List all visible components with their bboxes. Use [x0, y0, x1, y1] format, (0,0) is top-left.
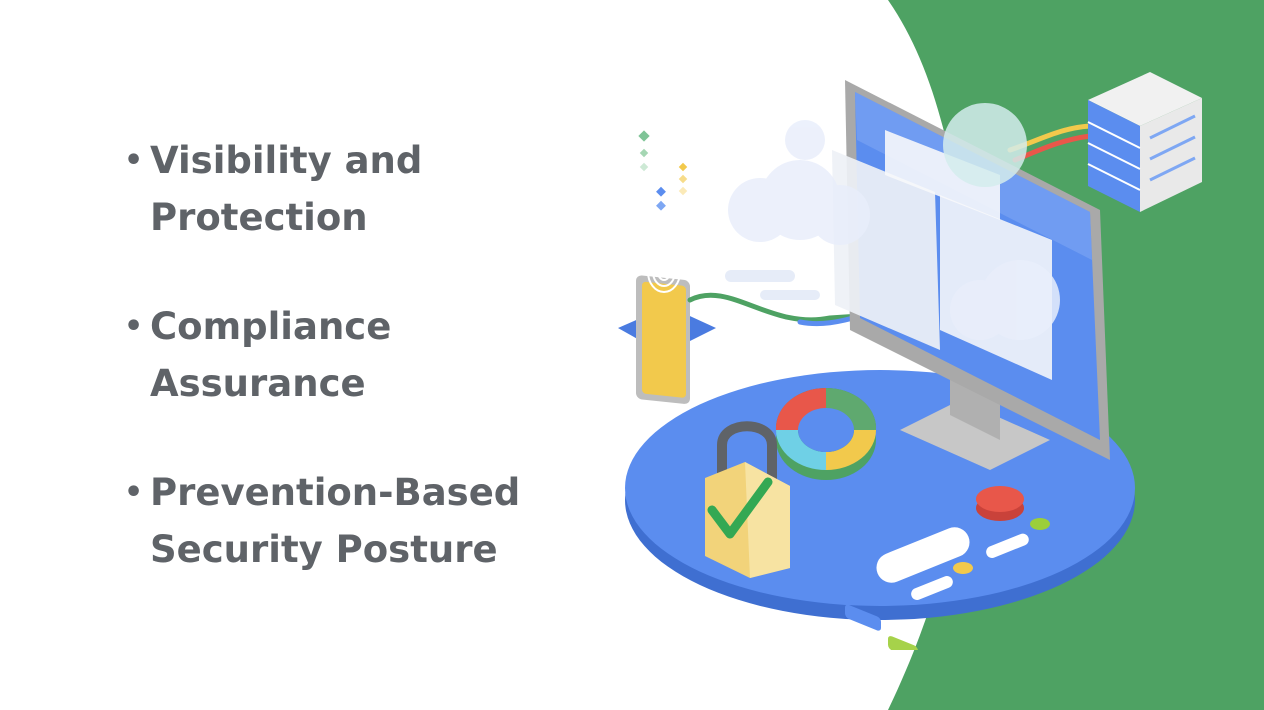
bullet-text-line2: Assurance [150, 362, 366, 405]
bullet-text-line2: Security Posture [150, 528, 498, 571]
bullet-visibility: • Visibility and Protection [120, 132, 520, 246]
bullet-compliance: • Compliance Assurance [120, 298, 520, 412]
bullet-dot: • [124, 475, 144, 510]
bullet-dot: • [124, 143, 144, 178]
padlock-icon [705, 421, 790, 578]
bullet-prevention: • Prevention-Based Security Posture [120, 464, 520, 578]
platform-controls [876, 486, 1050, 600]
security-illustration [618, 72, 1202, 650]
bullet-text-line1: Visibility and [150, 139, 423, 182]
phone-icon [618, 251, 716, 404]
bullet-text-line2: Protection [150, 196, 368, 239]
cloud-bars [725, 270, 820, 300]
bullet-text-line1: Compliance [150, 305, 392, 348]
cloud-icon [728, 103, 1060, 340]
donut-chart-icon [775, 387, 877, 480]
bullet-dot: • [124, 309, 144, 344]
bullet-text-line1: Prevention-Based [150, 471, 521, 514]
fingerprint-icon [647, 251, 681, 293]
server-rack-icon [1087, 72, 1202, 212]
checkmark-icon [707, 477, 773, 539]
data-dots [638, 130, 688, 211]
bullet-list: • Visibility and Protection • Compliance… [120, 132, 520, 630]
